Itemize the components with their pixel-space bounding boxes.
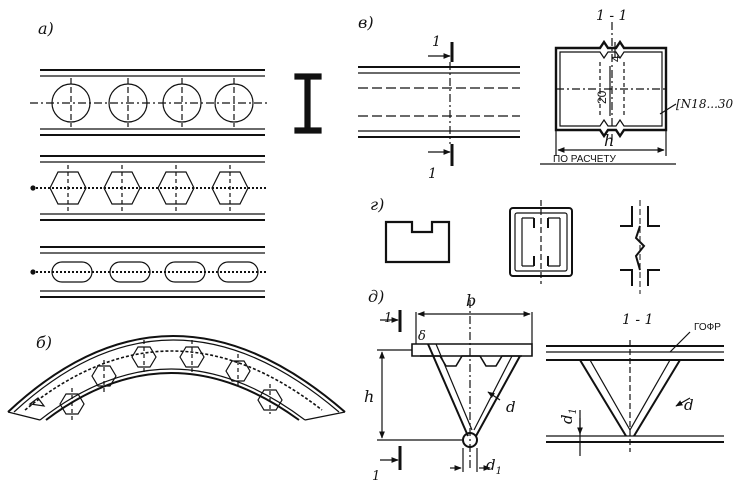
truss-section — [377, 300, 533, 472]
label-b: б) — [36, 333, 52, 352]
dim-delta: δ — [418, 329, 426, 344]
section-mark-top: 1 — [432, 34, 441, 50]
po-raschetu: ПО РАСЧЕТУ — [553, 154, 617, 165]
gofr-label: ГОФР — [694, 322, 721, 333]
dim-h-truss: h — [364, 387, 374, 406]
dim-4: 4 — [609, 55, 623, 62]
box-beam-elevation — [358, 42, 520, 166]
dim-h-box: h — [604, 131, 614, 150]
dim-20: 20 — [595, 90, 609, 104]
section-title-1-1-g: 1 - 1 — [622, 312, 653, 328]
dim-d: d — [506, 398, 516, 416]
section-mark-d-bottom: 1 — [372, 469, 380, 484]
label-d: д) — [368, 287, 384, 306]
dim-d1-right: d1 — [558, 408, 579, 424]
beam-oval-holes — [30, 246, 268, 298]
profile-corrugated-h — [620, 200, 660, 294]
dim-d-right: d — [684, 396, 694, 414]
box-section — [540, 22, 677, 165]
dim-d1: d1 — [486, 456, 502, 477]
label-g: г) — [370, 195, 384, 214]
curved-arch — [7, 335, 346, 421]
section-mark-bottom: 1 — [428, 166, 437, 182]
label-v: в) — [358, 13, 374, 32]
channel-range: [N18...30 — [676, 97, 734, 111]
beam-round-holes — [30, 69, 270, 136]
dim-b: b — [466, 291, 476, 310]
profile-hat — [384, 220, 451, 264]
section-mark-d-top: 1 — [384, 311, 392, 326]
truss-elevation — [546, 331, 724, 456]
i-beam-section — [294, 73, 322, 134]
label-a: а) — [38, 19, 54, 38]
beam-hexagon-holes — [30, 155, 268, 221]
section-title-1-1: 1 - 1 — [596, 8, 627, 24]
profile-double-channel — [509, 200, 573, 284]
